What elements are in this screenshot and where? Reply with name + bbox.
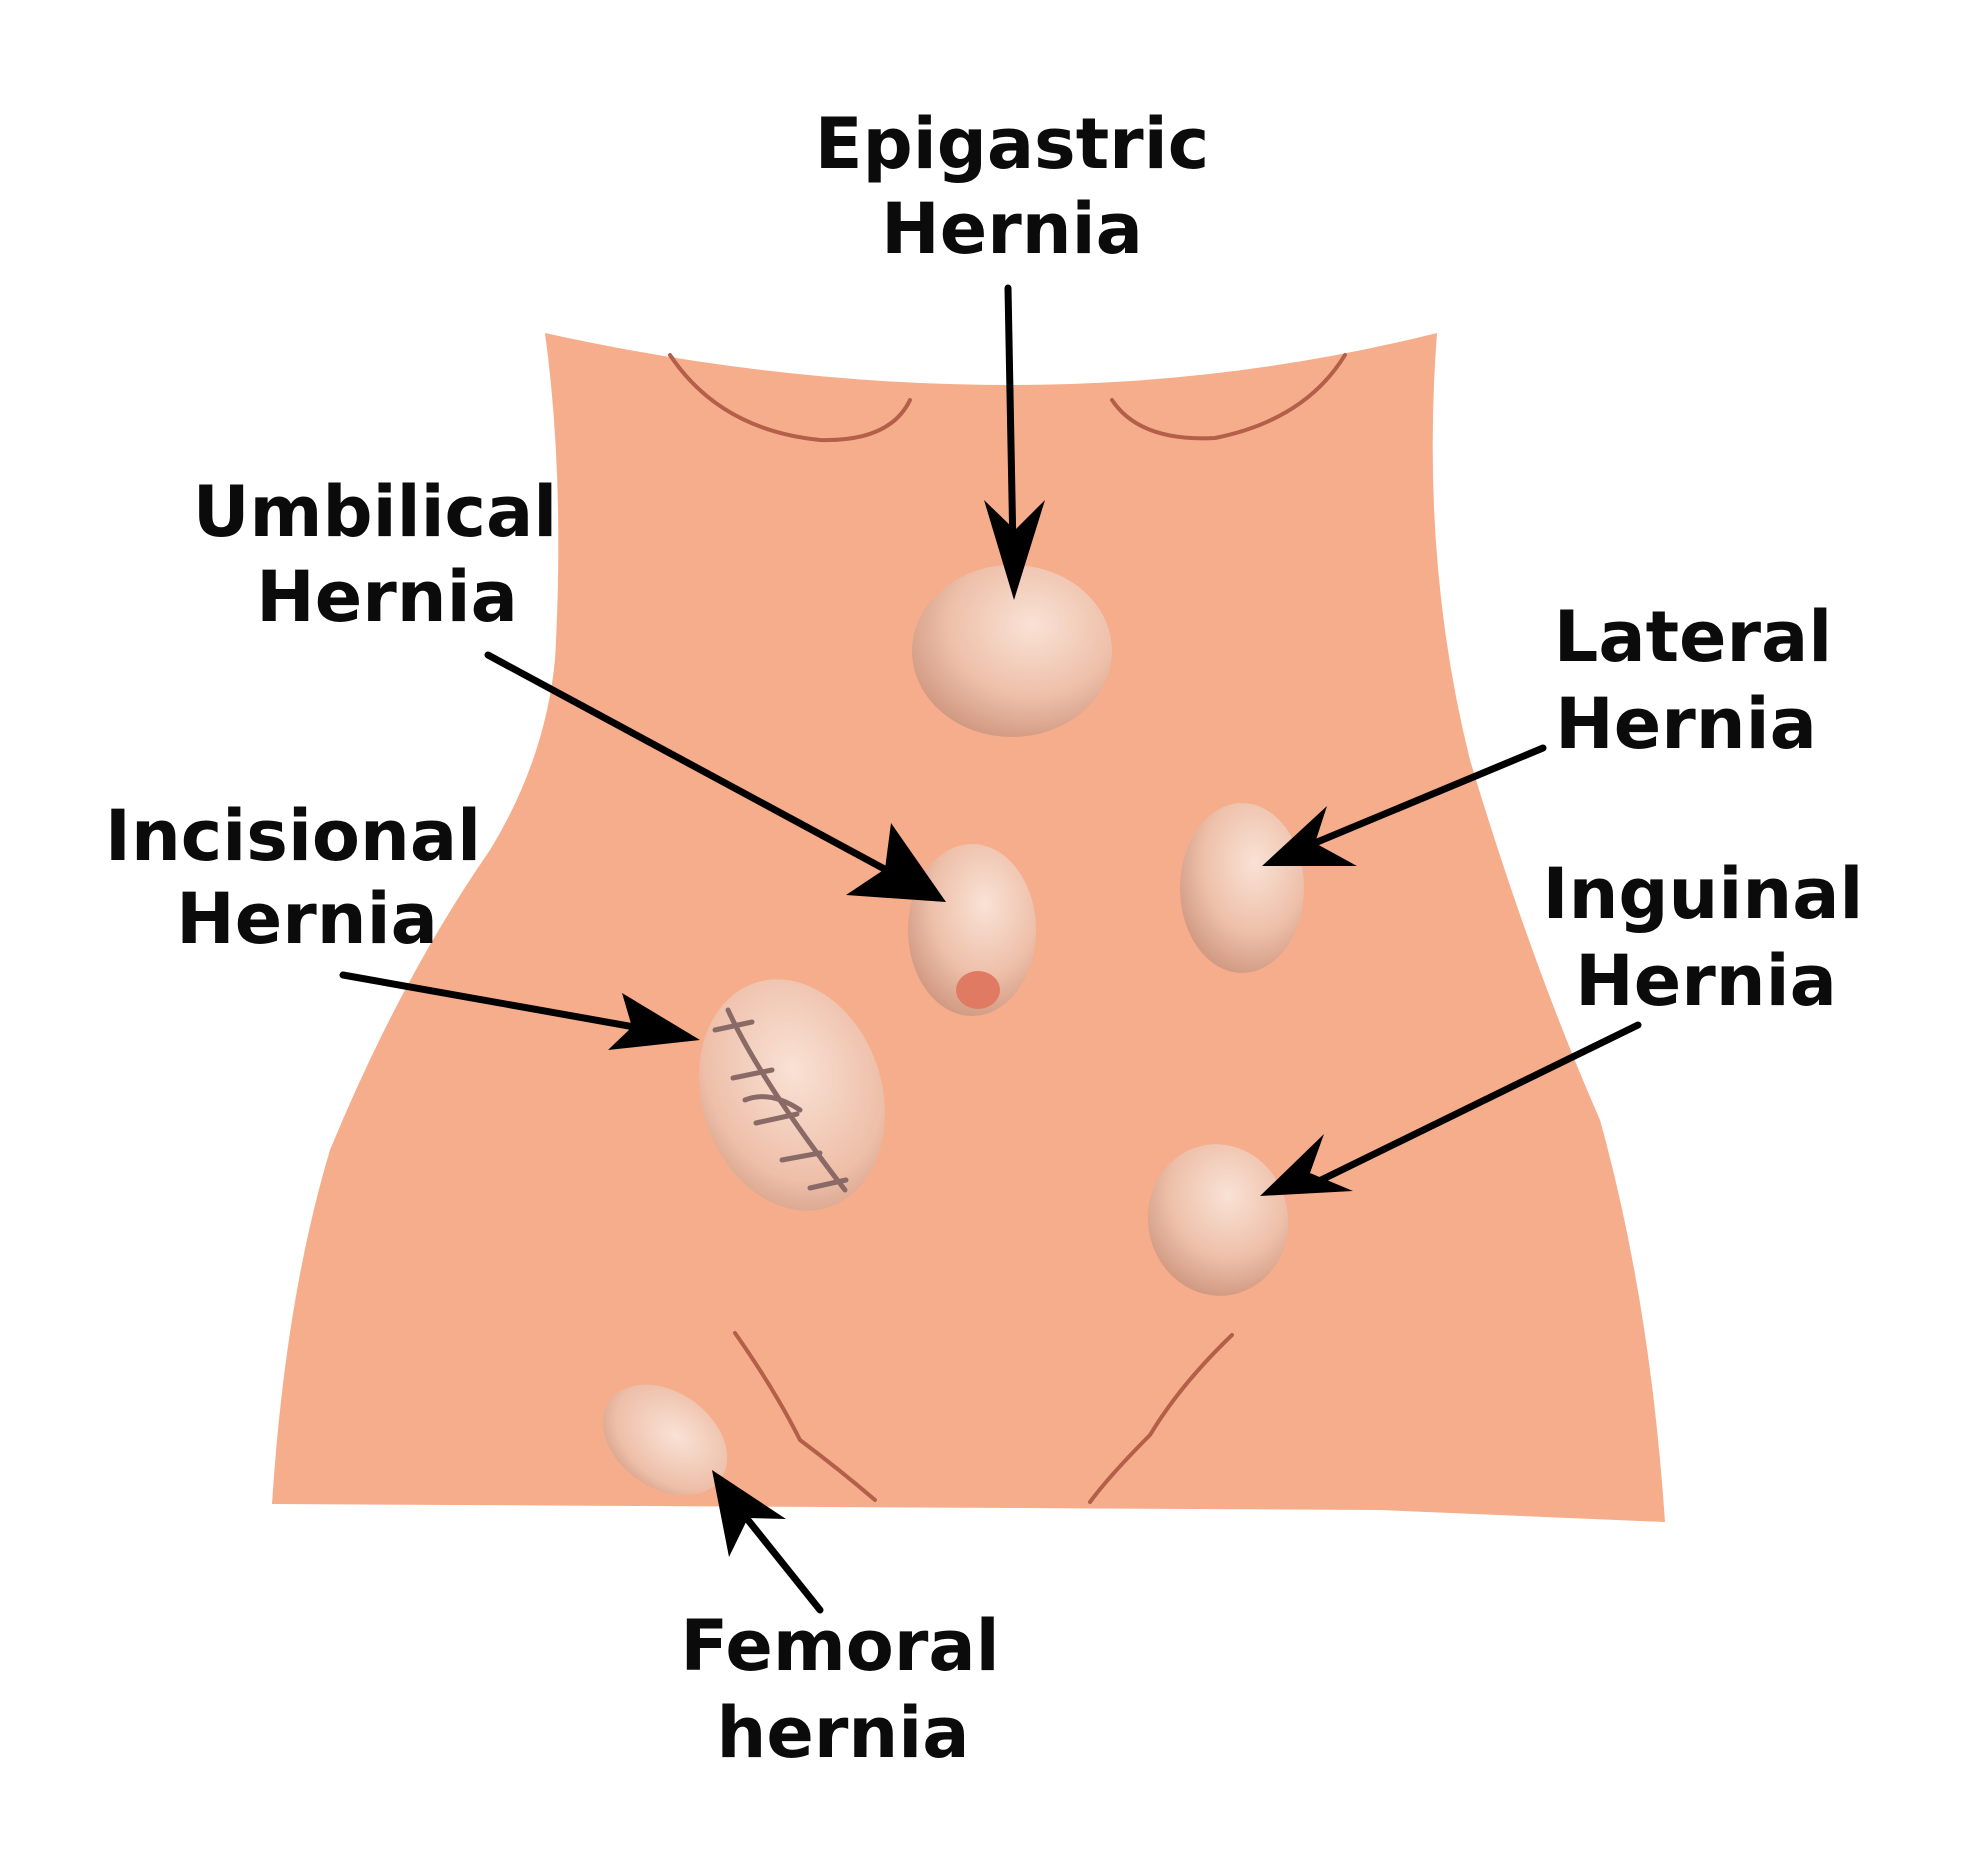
lateral-label-line1: Lateral: [1554, 596, 1833, 678]
inguinal-label-line2: Hernia: [1575, 940, 1837, 1022]
femoral-label-line1: Femoral: [680, 1605, 999, 1687]
left-chest-crease: [668, 353, 912, 443]
inguinal-arrow: [1260, 1021, 1642, 1196]
inguinal-label-line1: Inguinal: [1543, 853, 1864, 935]
epigastric-bulge: [912, 565, 1112, 737]
left-groin-crease: [733, 1331, 877, 1502]
epigastric-arrow: [984, 284, 1045, 600]
incisional-arrow: [339, 971, 700, 1050]
right-groin-crease: [1088, 1333, 1234, 1504]
femoral-bulge: [602, 1384, 728, 1496]
inguinal-bulge: [1147, 1144, 1289, 1296]
lateral-label-line2: Hernia: [1555, 683, 1817, 765]
epigastric-label-line2: Hernia: [881, 188, 1143, 270]
incisional-label-line1: Incisional: [105, 795, 481, 877]
femoral-label-line2: hernia: [717, 1692, 970, 1774]
umbilical-arrow: [484, 651, 946, 902]
epigastric-label: Epigastric Hernia: [815, 103, 1209, 270]
femoral-arrow: [712, 1470, 824, 1614]
lateral-bulge: [1180, 803, 1304, 973]
lateral-label: Lateral Hernia: [1554, 596, 1833, 765]
incisional-label-line2: Hernia: [176, 878, 438, 960]
navel: [956, 971, 1000, 1009]
incisional-bulge: [698, 979, 886, 1211]
femoral-label: Femoral hernia: [680, 1605, 999, 1774]
incision-stitches: [712, 1007, 849, 1193]
umbilical-label-line2: Hernia: [256, 556, 518, 638]
epigastric-label-line1: Epigastric: [815, 103, 1209, 185]
incisional-label: Incisional Hernia: [105, 795, 481, 960]
right-chest-crease: [1110, 353, 1347, 441]
umbilical-label: Umbilical Hernia: [193, 471, 558, 638]
umbilical-label-line1: Umbilical: [193, 471, 558, 553]
umbilical-bulge: [908, 844, 1036, 1016]
inguinal-label: Inguinal Hernia: [1543, 853, 1864, 1022]
lateral-arrow: [1262, 744, 1547, 866]
